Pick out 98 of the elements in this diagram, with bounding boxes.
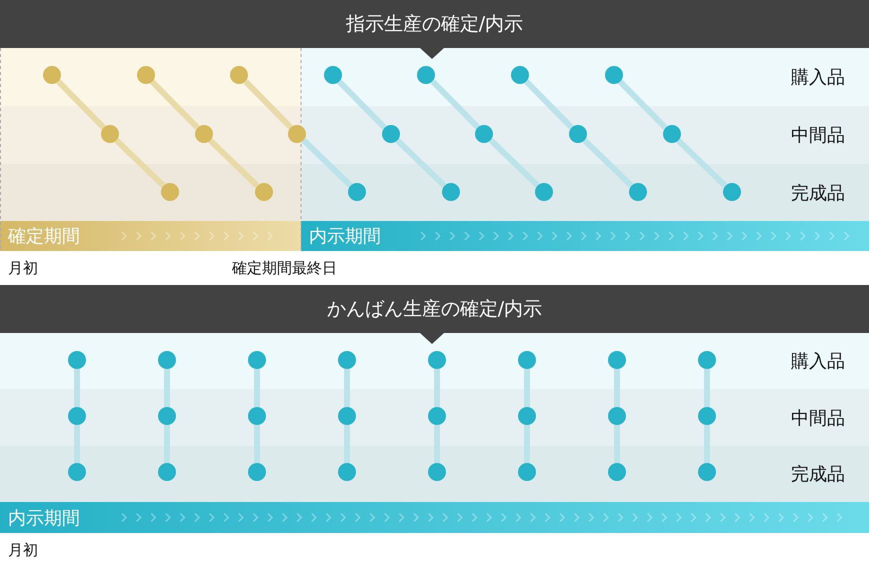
timeline-dot bbox=[338, 351, 356, 369]
period-bar bbox=[0, 502, 869, 533]
row-band bbox=[0, 106, 869, 164]
row-label: 購入品 bbox=[791, 66, 845, 89]
timeline-dot bbox=[68, 351, 86, 369]
timeline-dot bbox=[338, 407, 356, 425]
timeline-dot bbox=[288, 125, 306, 143]
timeline-dot bbox=[338, 463, 356, 481]
timeline-dot bbox=[722, 183, 741, 201]
connector-line bbox=[336, 79, 387, 130]
timeline-dot bbox=[698, 407, 716, 425]
timeline-dot bbox=[428, 407, 446, 425]
timeline-dot bbox=[158, 407, 176, 425]
timeline-dot bbox=[230, 66, 248, 84]
connector-line bbox=[344, 369, 350, 407]
timeline-dot bbox=[518, 407, 536, 425]
timeline-dot bbox=[254, 183, 273, 201]
connector-line bbox=[164, 425, 170, 463]
connector-line bbox=[254, 425, 260, 463]
timeline-dot bbox=[428, 463, 446, 481]
connector-line bbox=[614, 369, 620, 407]
connector-line bbox=[618, 79, 668, 130]
timeline-dot bbox=[442, 183, 460, 201]
timeline-dot bbox=[43, 66, 61, 84]
timeline-dot bbox=[475, 125, 494, 143]
connector-line bbox=[430, 79, 480, 130]
timeline-dot bbox=[324, 66, 342, 84]
timeline-dot bbox=[608, 407, 626, 425]
connector-line bbox=[208, 138, 260, 188]
period-label: 確定期間 bbox=[8, 225, 80, 248]
timeline-dot bbox=[348, 183, 366, 201]
row-label: 完成品 bbox=[791, 463, 845, 486]
timeline-dot bbox=[608, 463, 626, 481]
timeline-dot bbox=[629, 183, 647, 201]
timeline-dot bbox=[382, 125, 400, 143]
timeline-dot bbox=[158, 351, 176, 369]
section-title: 指示生産の確定/内示 bbox=[346, 12, 524, 37]
timeline-dot bbox=[194, 125, 213, 143]
row-band bbox=[0, 333, 869, 389]
connector-line bbox=[704, 369, 710, 407]
timeline-dot bbox=[698, 351, 716, 369]
timeline-label: 確定期間最終日 bbox=[232, 259, 337, 278]
row-band bbox=[0, 48, 869, 106]
connector-line bbox=[524, 369, 530, 407]
connector-line bbox=[74, 369, 80, 407]
connector-line bbox=[150, 79, 200, 130]
connector-line bbox=[74, 425, 80, 463]
connector-line bbox=[164, 369, 170, 407]
timeline-dot bbox=[569, 125, 587, 143]
timeline-dot bbox=[518, 463, 536, 481]
timeline-dot bbox=[68, 463, 86, 481]
timeline-dot bbox=[698, 463, 716, 481]
period-bar bbox=[0, 221, 301, 251]
connector-line bbox=[114, 138, 166, 188]
period-label: 内示期間 bbox=[8, 506, 80, 530]
timeline-dot bbox=[604, 66, 623, 84]
row-label: 完成品 bbox=[791, 182, 845, 204]
timeline-dot bbox=[158, 463, 176, 481]
row-band bbox=[0, 164, 869, 221]
timeline-label: 月初 bbox=[8, 259, 38, 278]
connector-line bbox=[614, 425, 620, 463]
timeline-label: 月初 bbox=[8, 541, 38, 560]
period-bar bbox=[301, 221, 869, 251]
connector-line bbox=[395, 138, 446, 188]
timeline-dot bbox=[248, 407, 266, 425]
timeline-dot bbox=[535, 183, 554, 201]
row-band bbox=[0, 446, 869, 502]
connector-line bbox=[56, 79, 106, 130]
connector-line bbox=[344, 425, 350, 463]
section-title: かんばん生産の確定/内示 bbox=[326, 297, 542, 322]
connector-line bbox=[524, 79, 574, 130]
timeline-dot bbox=[511, 66, 529, 84]
timeline-dot bbox=[68, 407, 86, 425]
row-band bbox=[0, 389, 869, 446]
timeline-dot bbox=[248, 463, 266, 481]
connector-line bbox=[254, 369, 260, 407]
connector-line bbox=[524, 425, 530, 463]
row-label: 購入品 bbox=[791, 350, 845, 373]
connector-line bbox=[243, 79, 294, 130]
connector-line bbox=[676, 138, 728, 188]
connector-line bbox=[302, 138, 353, 188]
timeline-dot bbox=[518, 351, 536, 369]
timeline-dot bbox=[608, 351, 626, 369]
timeline-dot bbox=[428, 351, 446, 369]
timeline-dot bbox=[417, 66, 436, 84]
row-label: 中間品 bbox=[791, 406, 845, 430]
connector-line bbox=[704, 425, 710, 463]
timeline-dot bbox=[161, 183, 179, 201]
connector-line bbox=[488, 138, 540, 188]
timeline-dot bbox=[248, 351, 266, 369]
timeline-dot bbox=[662, 125, 681, 143]
row-label: 中間品 bbox=[791, 124, 845, 147]
timeline-dot bbox=[101, 125, 119, 143]
period-label: 内示期間 bbox=[309, 225, 381, 248]
timeline-dot bbox=[136, 66, 155, 84]
connector-line bbox=[434, 369, 440, 407]
connector-line bbox=[582, 138, 634, 188]
connector-line bbox=[434, 425, 440, 463]
